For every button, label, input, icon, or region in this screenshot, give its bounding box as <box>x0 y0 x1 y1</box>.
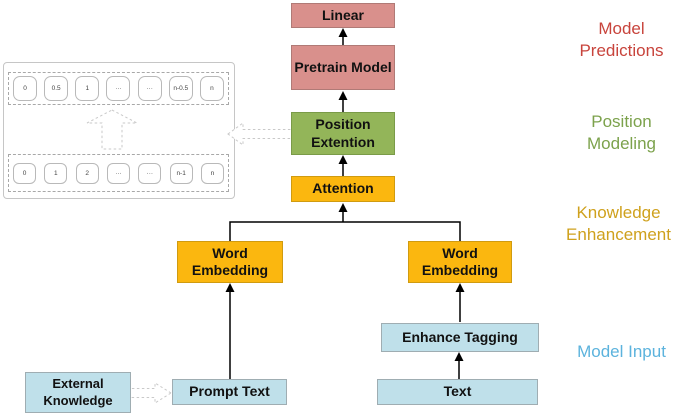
node-pretrain-model: Pretrain Model <box>291 45 395 90</box>
position-cell: n-0.5 <box>168 76 193 101</box>
node-attention: Attention <box>291 176 395 202</box>
node-word-embedding-left: Word Embedding <box>177 241 283 283</box>
stage-label-knowledge-enhancement: Knowledge Enhancement <box>566 203 671 245</box>
node-enhance-tagging: Enhance Tagging <box>381 323 539 352</box>
node-prompt-text: Prompt Text <box>172 379 287 405</box>
position-index-panel: 0 0.5 1 ··· ··· n-0.5 n 0 1 2 ··· ··· n-… <box>3 62 235 199</box>
interpolated-positions-row: 0 0.5 1 ··· ··· n-0.5 n <box>8 72 229 105</box>
position-cell: n <box>200 162 224 184</box>
position-cell: n <box>199 76 224 101</box>
left-dashed-arrow-icon <box>227 122 293 146</box>
position-cell: 1 <box>75 76 100 101</box>
position-cell: 1 <box>44 162 68 184</box>
position-cell: n-1 <box>169 162 193 184</box>
right-dashed-arrow-icon <box>129 382 172 404</box>
original-positions-row: 0 1 2 ··· ··· n-1 n <box>8 154 229 192</box>
node-external-knowledge: External Knowledge <box>25 372 131 413</box>
position-cell: ··· <box>138 162 162 184</box>
stage-label-model-input: Model Input <box>577 342 666 361</box>
position-cell: ··· <box>137 76 162 101</box>
position-cell: 0 <box>13 76 37 101</box>
position-cell: ··· <box>106 76 131 101</box>
node-position-extention: Position Extention <box>291 112 395 155</box>
position-cell: 0 <box>13 162 36 184</box>
node-word-embedding-right: Word Embedding <box>408 241 512 283</box>
node-text: Text <box>377 379 538 405</box>
position-cell: 0.5 <box>44 76 69 101</box>
stage-label-position-modeling: Position Modeling <box>587 112 656 154</box>
position-cell: 2 <box>75 162 99 184</box>
node-linear: Linear <box>291 3 395 28</box>
stage-label-model-predictions: Model Predictions <box>579 19 664 61</box>
position-cell: ··· <box>106 162 130 184</box>
